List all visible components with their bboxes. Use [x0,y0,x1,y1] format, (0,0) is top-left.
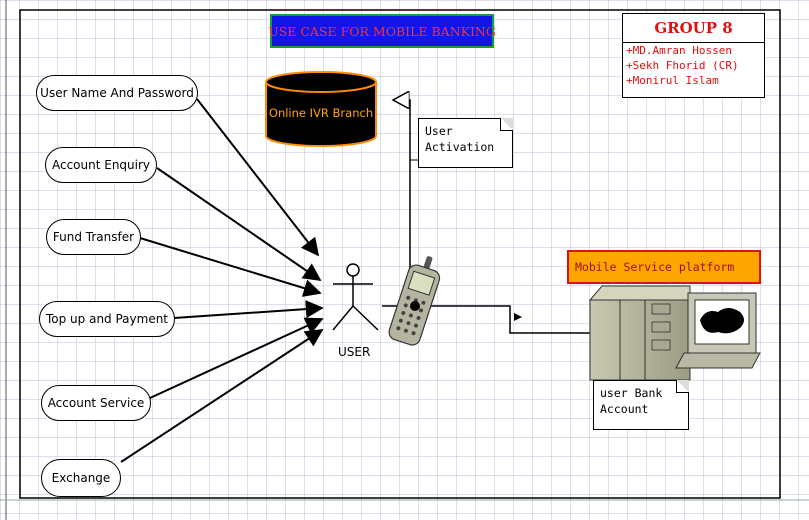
use-case-account-enquiry[interactable]: Account Enquiry [45,147,157,183]
mobile-phone-icon[interactable] [387,252,445,347]
association-account-service [149,317,324,399]
association-exchange [120,329,324,463]
diagram-title: USE CASE FOR MOBILE BANKING [268,14,496,48]
server-computer-icon[interactable] [588,285,761,381]
note-user-bank-account: user Bank Account [593,380,689,430]
phone-connection-point [410,301,420,311]
online-ivr-database[interactable] [265,71,377,147]
note-user-activation: User Activation [418,118,513,168]
use-case-account-service[interactable]: Account Service [41,385,151,421]
association-account-enquiry [156,167,322,282]
group-member: +MD.Amran Hossen [626,44,732,57]
group-member: +Monirul Islam [626,74,719,87]
phone-to-server-arrowhead [514,313,522,321]
actor-label: USER [338,345,371,359]
group-member: +Sekh Fhorid (CR) [626,59,739,72]
note-line: Activation [425,140,495,154]
use-case-fund-transfer[interactable]: Fund Transfer [46,219,141,255]
database-label: Online IVR Branch [268,106,374,120]
system-boundary [19,9,781,499]
use-case-user-name-password[interactable]: User Name And Password [36,75,198,111]
association-user-name-password [196,98,320,257]
actor-stick-figure[interactable] [332,263,379,331]
use-case-top-up-payment[interactable]: Top up and Payment [39,301,175,337]
phone-to-database-link [393,100,411,268]
note-line: User [425,124,453,138]
association-top-up-payment [173,300,324,319]
note-line: Account [600,402,649,416]
group-title: GROUP 8 [623,14,764,43]
phone-to-server-link [382,305,640,334]
group-info-box: GROUP 8 +MD.Amran Hossen +Sekh Fhorid (C… [622,13,765,98]
use-case-exchange[interactable]: Exchange [41,459,121,497]
note-line: user Bank [600,386,663,400]
mobile-service-platform-label: Mobile Service platform [567,250,761,284]
association-fund-transfer [139,237,322,297]
